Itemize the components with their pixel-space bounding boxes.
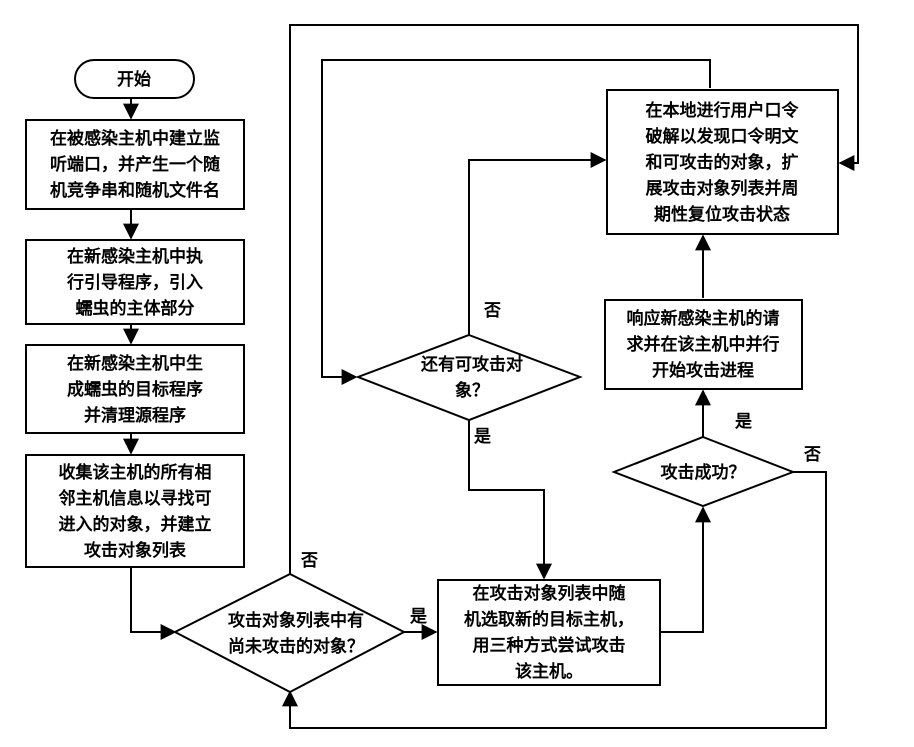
- node-select-host-text: 在攻击对象列表中随机选取新的目标主机， 用三种方式尝试攻击该主机。: [464, 583, 634, 682]
- node-text-line: 响应新感染主机的请: [627, 308, 780, 329]
- node-text-line: 听端口，并产生一个随: [50, 154, 220, 175]
- crack-node: 在本地进行用户口令破解以发现口令明文和可攻击的对象，扩展攻击对象列表并周期性复位…: [606, 89, 839, 235]
- target-program-node: 在新感染主机中生成蠕虫的目标程序并清理源程序: [25, 344, 245, 434]
- edge-success-no-loop: [282, 471, 827, 729]
- node-respond-text: 响应新感染主机的请求并在该主机中并行开始攻击进程: [627, 308, 780, 381]
- node-attack-success-text: 攻击成功？: [661, 462, 746, 483]
- node-start-text: 开始: [117, 69, 151, 90]
- node-target-program-text: 在新感染主机中生成蠕虫的目标程序并清理源程序: [67, 353, 203, 426]
- node-text-line: 尚未攻击的对象？: [228, 636, 364, 657]
- node-listen-text: 在被感染主机中建立监听端口，并产生一个随机竞争串和随机文件名: [50, 128, 220, 201]
- respond-node: 响应新感染主机的请求并在该主机中并行开始攻击进程: [604, 299, 803, 390]
- label-no-success: 否: [803, 445, 821, 465]
- node-has-unattacked-text: 攻击对象列表中有尚未攻击的对象？: [228, 610, 364, 657]
- node-text-line: 用三种方式尝试攻击: [473, 635, 626, 656]
- select-host-node: 在攻击对象列表中随机选取新的目标主机， 用三种方式尝试攻击该主机。: [437, 579, 661, 686]
- node-text-line: 机竞争串和随机文件名: [50, 180, 220, 201]
- edge-still-yes-select: [468, 420, 552, 580]
- edge-select-success: [660, 506, 711, 633]
- label-yes-still: 是: [474, 427, 491, 447]
- node-bootstrap-text: 在新感染主机中执行引导程序，引入蠕虫的主体部分: [66, 246, 203, 319]
- node-still-attackable-text: 还有可攻击对象？: [420, 354, 523, 401]
- bootstrap-node: 在新感染主机中执行引导程序，引入蠕虫的主体部分: [25, 239, 245, 325]
- node-text-line: 和可攻击的对象，扩: [646, 152, 799, 173]
- collect-node: 收集该主机的所有相邻主机信息以寻找可进入的对象，并建立攻击对象列表: [25, 454, 245, 568]
- node-text-line: 破解以发现口令明文: [646, 126, 800, 147]
- edge-decision-no-loop: [289, 24, 859, 574]
- node-text-line: 开始: [117, 69, 151, 90]
- node-text-line: 还有可攻击对: [420, 354, 523, 375]
- edges: [123, 24, 859, 729]
- node-text-line: 行引导程序，引入: [66, 272, 203, 293]
- label-yes-success: 是: [735, 412, 752, 432]
- edge-crack-still: [321, 59, 711, 385]
- attack-success-decision: 攻击成功？: [611, 435, 796, 508]
- node-text-line: 攻击成功？: [661, 462, 746, 483]
- label-no-top-left: 否: [300, 551, 318, 571]
- node-text-line: 期性复位攻击状态: [654, 204, 790, 225]
- node-text-line: 攻击对象列表中有: [228, 610, 364, 631]
- node-text-line: 蠕虫的主体部分: [76, 298, 195, 319]
- node-text-line: 在新感染主机中生: [67, 353, 203, 374]
- node-text-line: 象？: [455, 380, 489, 401]
- node-text-line: 机选取新的目标主机，: [464, 609, 634, 630]
- has-unattacked-decision: 攻击对象列表中有尚未攻击的对象？: [172, 572, 407, 694]
- node-collect-text: 收集该主机的所有相邻主机信息以寻找可进入的对象，并建立攻击对象列表: [59, 462, 212, 561]
- still-attackable-decision: 还有可攻击对象？: [355, 333, 583, 422]
- node-text-line: 展攻击对象列表并周: [646, 178, 799, 199]
- node-text-line: 在被感染主机中建立监: [50, 128, 220, 149]
- label-yes-to-select: 是: [410, 607, 427, 627]
- node-text-line: 进入的对象，并建立: [59, 514, 212, 535]
- node-text-line: 并清理源程序: [84, 405, 186, 426]
- listen-node: 在被感染主机中建立监听端口，并产生一个随机竞争串和随机文件名: [25, 119, 245, 210]
- node-text-line: 收集该主机的所有相: [59, 462, 212, 483]
- label-no-still: 否: [483, 301, 501, 321]
- node-text-line: 在本地进行用户口令: [646, 100, 800, 121]
- edge-still-no-crack: [468, 152, 607, 335]
- node-text-line: 在攻击对象列表中随: [473, 583, 626, 604]
- node-text-line: 求并在该主机中并行: [627, 334, 780, 355]
- node-text-line: 邻主机信息以寻找可: [59, 488, 212, 509]
- start-node: 开始: [74, 59, 195, 99]
- node-text-line: 攻击对象列表: [84, 540, 187, 561]
- node-text-line: 该主机。: [515, 661, 583, 682]
- node-crack-text: 在本地进行用户口令破解以发现口令明文和可攻击的对象，扩展攻击对象列表并周期性复位…: [646, 100, 800, 225]
- node-text-line: 在新感染主机中执: [67, 246, 203, 267]
- node-text-line: 成蠕虫的目标程序: [67, 379, 203, 400]
- edge-collect-decision: [130, 567, 177, 640]
- node-text-line: 开始攻击进程: [652, 360, 754, 381]
